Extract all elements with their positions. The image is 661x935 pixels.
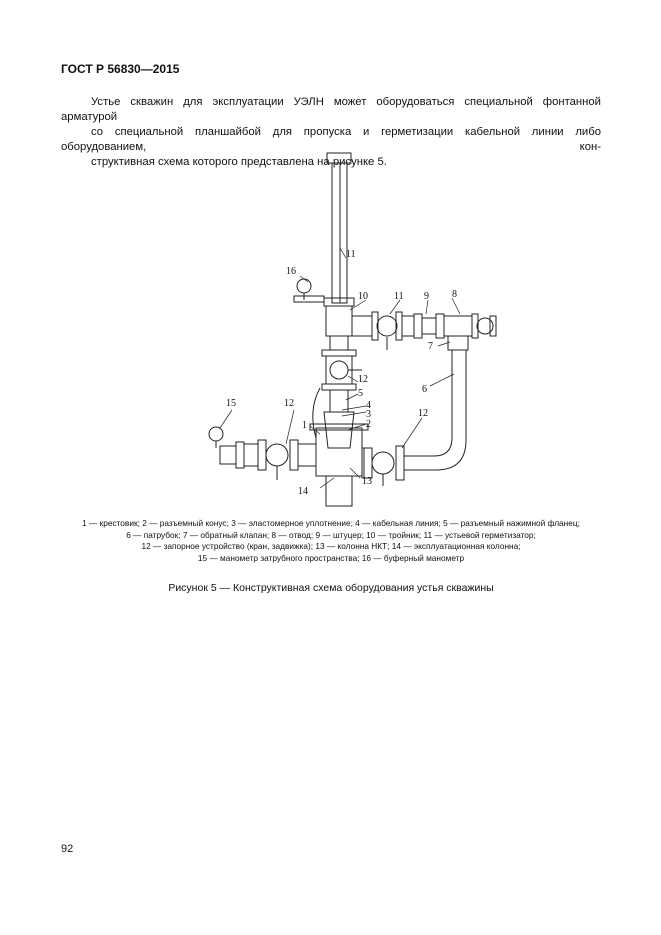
callout-5: 5 (358, 388, 363, 399)
figure-caption: Рисунок 5 — Конструктивная схема оборудо… (168, 582, 494, 594)
figure-legend: 1 — крестовик; 2 — разъемный конус; 3 — … (60, 518, 602, 564)
paragraph-line: со специальной планшайбой для пропуска и… (61, 126, 601, 153)
callout-12-upper-right: 11 (394, 291, 404, 302)
callout-8: 8 (452, 289, 457, 300)
callout-13: 13 (362, 476, 372, 487)
callout-12-lower-right: 12 (418, 408, 428, 419)
top-cap-shape (326, 152, 352, 164)
page-number: 92 (61, 843, 74, 855)
callout-3: 3 (366, 409, 371, 420)
paragraph-line: Устье скважин для эксплуатации УЭЛН може… (61, 96, 601, 123)
callout-11: 11 (346, 249, 356, 260)
callout-12-upper: 12 (358, 374, 368, 385)
legend-line: 1 — крестовик; 2 — разъемный конус; 3 — … (82, 518, 580, 528)
callout-10: 10 (358, 291, 368, 302)
callout-1: 1 (302, 420, 307, 431)
legend-line: 15 — манометр затрубного пространства; 1… (197, 552, 465, 563)
wellhead-drawing: 11 16 10 11 9 8 7 6 12 5 4 3 2 1 12 12 1… (208, 152, 497, 507)
callout-9: 9 (424, 291, 429, 302)
callout-2: 2 (366, 419, 371, 430)
callout-12-left: 12 (284, 398, 294, 409)
callout-15: 15 (226, 398, 236, 409)
callout-14: 14 (298, 486, 308, 497)
callout-7: 7 (428, 341, 433, 352)
callout-4: 4 (366, 400, 371, 411)
callout-6: 6 (422, 384, 427, 395)
document-code-header: ГОСТ Р 56830—2015 (61, 62, 180, 76)
legend-line: 6 — патрубок; 7 — обратный клапан; 8 — о… (126, 529, 536, 540)
callout-16: 16 (286, 266, 296, 277)
wellhead-equipment-diagram: 11 16 10 11 9 8 7 6 12 5 4 3 2 1 12 12 1… (190, 148, 510, 508)
legend-line: 12 — запорное устройство (кран, задвижка… (141, 541, 521, 551)
intro-paragraph: Устье скважин для эксплуатации УЭЛН може… (61, 95, 601, 170)
paragraph-line: структивная схема которого представлена … (91, 156, 387, 168)
